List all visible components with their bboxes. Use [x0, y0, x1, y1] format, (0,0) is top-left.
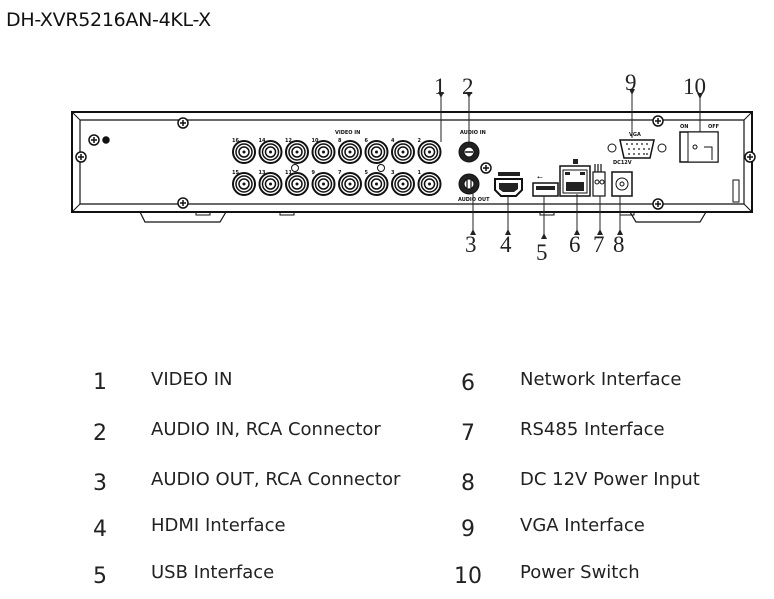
- callout-1: 1: [434, 74, 446, 99]
- screw-icon: [75, 151, 87, 163]
- video-in-bnc-group: 16 14 12 10 8 6 4 2 15 13 11 9 7 5 3 1: [232, 138, 442, 196]
- bnc-channel-label: 9: [312, 170, 316, 176]
- network-icon: [573, 159, 578, 164]
- screw-icon: [177, 117, 189, 129]
- callout-4: 4: [500, 232, 512, 257]
- legend-label-7: RS485 Interface: [520, 419, 665, 440]
- callout-5: 5: [536, 240, 548, 265]
- model-title: DH-XVR5216AN-4KL-X: [6, 9, 211, 31]
- audio-out-panel-label: AUDIO OUT: [458, 197, 490, 203]
- usb-icon: ⭠: [537, 173, 543, 181]
- bnc-channel-label: 15: [232, 170, 239, 176]
- bnc-channel-label: 12: [285, 138, 292, 144]
- bnc-connector: 15: [232, 170, 256, 196]
- power-switch: ON OFF: [679, 124, 719, 163]
- bnc-connector: 13: [258, 170, 283, 196]
- bnc-connector: 3: [391, 170, 415, 196]
- legend-label-8: DC 12V Power Input: [520, 469, 700, 490]
- bnc-connector: 8: [338, 138, 362, 164]
- callout-9: 9: [625, 70, 637, 95]
- legend-num-10: 10: [454, 564, 482, 589]
- switch-on-label: ON: [680, 124, 688, 130]
- callout-2: 2: [462, 74, 474, 99]
- switch-off-label: OFF: [708, 124, 719, 130]
- bnc-connector: 14: [258, 138, 283, 164]
- bnc-connector: 11: [285, 170, 309, 196]
- bnc-channel-label: 5: [365, 170, 369, 176]
- bnc-connector: 5: [364, 170, 389, 196]
- vga-panel-label: VGA: [629, 132, 641, 138]
- legend-label-9: VGA Interface: [520, 515, 645, 536]
- callout-10: 10: [683, 74, 706, 99]
- callout-3: 3: [465, 232, 477, 257]
- screw-icon: [652, 115, 664, 127]
- bnc-channel-label: 10: [312, 138, 319, 144]
- dc-power-port: DC12V: [611, 160, 633, 197]
- legend-num-7: 7: [461, 421, 475, 446]
- legend-num-2: 2: [93, 421, 107, 446]
- ground-dot: [102, 136, 110, 144]
- bnc-channel-label: 8: [338, 138, 342, 144]
- screw-icon: [177, 197, 189, 209]
- bnc-connector: 6: [364, 138, 389, 164]
- usb-port: ⭠: [532, 173, 559, 197]
- legend-num-4: 4: [93, 517, 107, 542]
- screw-icon: [291, 164, 299, 172]
- audio-in-panel-label: AUDIO IN: [460, 130, 486, 136]
- callout-lines: [438, 89, 703, 239]
- chassis: [71, 111, 753, 223]
- screw-icon: [377, 164, 385, 172]
- screw-icon: [744, 151, 756, 163]
- hdmi-port: [494, 172, 523, 197]
- legend-num-6: 6: [461, 371, 475, 396]
- legend-num-5: 5: [93, 564, 107, 589]
- video-in-panel-label: VIDEO IN: [335, 130, 360, 136]
- bnc-channel-label: 13: [259, 170, 266, 176]
- screw-icon: [88, 134, 100, 146]
- bnc-connector: 9: [311, 170, 336, 196]
- legend-label-10: Power Switch: [520, 562, 640, 583]
- bnc-connector: 2: [417, 138, 442, 164]
- legend-num-1: 1: [93, 370, 107, 395]
- bnc-channel-label: 11: [285, 170, 292, 176]
- legend-label-1: VIDEO IN: [151, 369, 233, 390]
- callout-7: 7: [593, 232, 605, 257]
- bnc-channel-label: 7: [338, 170, 342, 176]
- network-port: [559, 159, 591, 197]
- bnc-connector: 7: [338, 170, 362, 196]
- ground-screw-icon: [480, 162, 492, 174]
- callout-8: 8: [613, 232, 625, 257]
- dc-panel-label: DC12V: [613, 160, 632, 166]
- bnc-channel-label: 6: [365, 138, 369, 144]
- screw-icon: [652, 198, 664, 210]
- rs485-port: [592, 164, 606, 197]
- bnc-connector: 12: [285, 138, 309, 164]
- legend-label-5: USB Interface: [151, 562, 275, 583]
- legend-label-2: AUDIO IN, RCA Connector: [151, 419, 381, 440]
- legend-label-3: AUDIO OUT, RCA Connector: [151, 469, 401, 490]
- audio-out-rca: [458, 173, 480, 195]
- bnc-connector: 16: [232, 138, 256, 164]
- audio-in-rca: [458, 141, 480, 163]
- bnc-channel-label: 2: [418, 138, 422, 144]
- bnc-channel-label: 4: [391, 138, 395, 144]
- callout-6: 6: [569, 232, 581, 257]
- legend-label-6: Network Interface: [520, 369, 682, 390]
- bnc-channel-label: 14: [259, 138, 266, 144]
- bnc-channel-label: 1: [418, 170, 422, 176]
- vga-port: VGA: [607, 132, 667, 159]
- legend-num-3: 3: [93, 471, 107, 496]
- bnc-channel-label: 16: [232, 138, 239, 144]
- bnc-connector: 4: [391, 138, 415, 164]
- screws: [75, 115, 756, 210]
- legend-num-9: 9: [461, 517, 475, 542]
- bnc-channel-label: 3: [391, 170, 395, 176]
- bnc-connector: 10: [311, 138, 336, 164]
- bnc-connector: 1: [417, 170, 442, 196]
- legend-num-8: 8: [461, 471, 475, 496]
- legend-label-4: HDMI Interface: [151, 515, 286, 536]
